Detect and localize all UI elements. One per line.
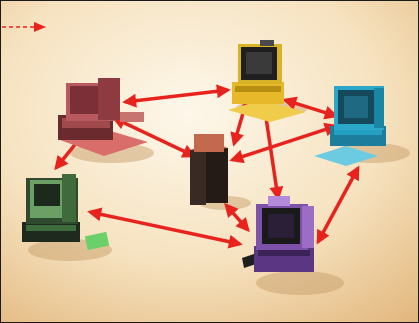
server-tower bbox=[190, 134, 228, 205]
